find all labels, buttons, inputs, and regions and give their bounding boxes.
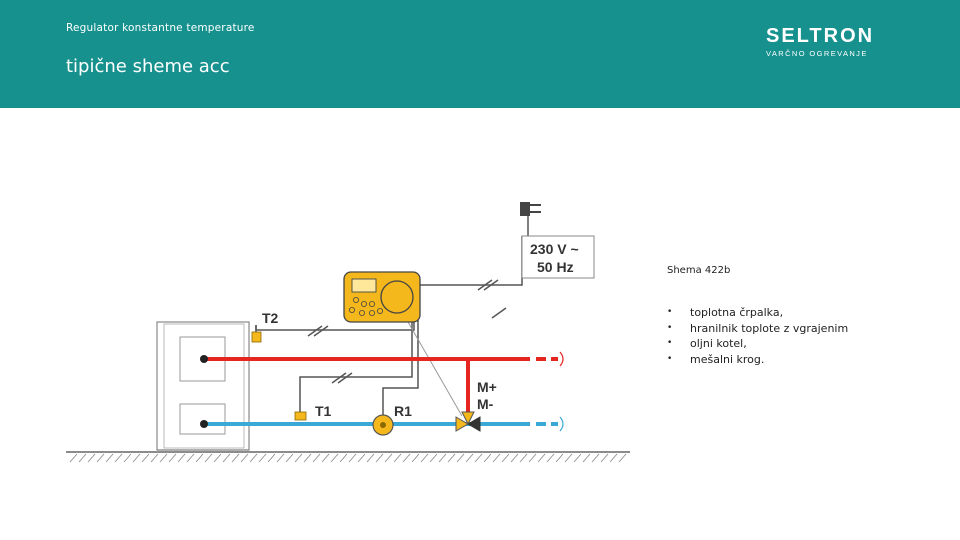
list-item: hranilnik toplote z vgrajenim: [667, 321, 848, 337]
header-bar: Regulator konstantne temperature tipične…: [0, 0, 960, 108]
control-wiring: [255, 307, 507, 418]
label-r1: R1: [394, 403, 412, 419]
boiler: [156, 321, 250, 451]
return-outlet-dot: [200, 420, 208, 428]
power-cable: [420, 215, 529, 291]
label-t1: T1: [315, 403, 332, 419]
list-item: oljni kotel,: [667, 336, 848, 352]
feature-list: toplotna črpalka, hranilnik toplote z vg…: [667, 305, 848, 367]
list-item: mešalni krog.: [667, 352, 848, 368]
pump-r1-icon: [372, 414, 394, 436]
label-m-plus: M+: [477, 379, 497, 395]
label-t2: T2: [262, 310, 279, 326]
sensor-t2-icon: [251, 331, 262, 343]
supply-outlet-dot: [200, 355, 208, 363]
power-frequency-label: 50 Hz: [537, 259, 574, 275]
logo-wordmark: SELTRON: [766, 25, 875, 47]
supply-pipe: [205, 351, 564, 414]
floor: [66, 451, 630, 463]
header-subtitle: Regulator konstantne temperature: [66, 22, 255, 34]
sensor-t1-icon: [294, 411, 307, 421]
power-label-box: [521, 235, 595, 279]
page-title: tipične sheme acc: [66, 56, 230, 77]
list-item: toplotna črpalka,: [667, 305, 848, 321]
power-plug-icon: [520, 202, 541, 216]
seltron-logo: SELTRON VARČNO OGREVANJE: [766, 26, 874, 58]
temperature-controller-icon: [343, 271, 421, 323]
mixing-valve-icon: [455, 411, 481, 432]
power-voltage-label: 230 V ~: [530, 241, 579, 257]
scheme-caption: Shema 422b: [667, 265, 731, 276]
logo-tagline: VARČNO OGREVANJE: [766, 49, 868, 58]
label-m-minus: M-: [477, 396, 494, 412]
